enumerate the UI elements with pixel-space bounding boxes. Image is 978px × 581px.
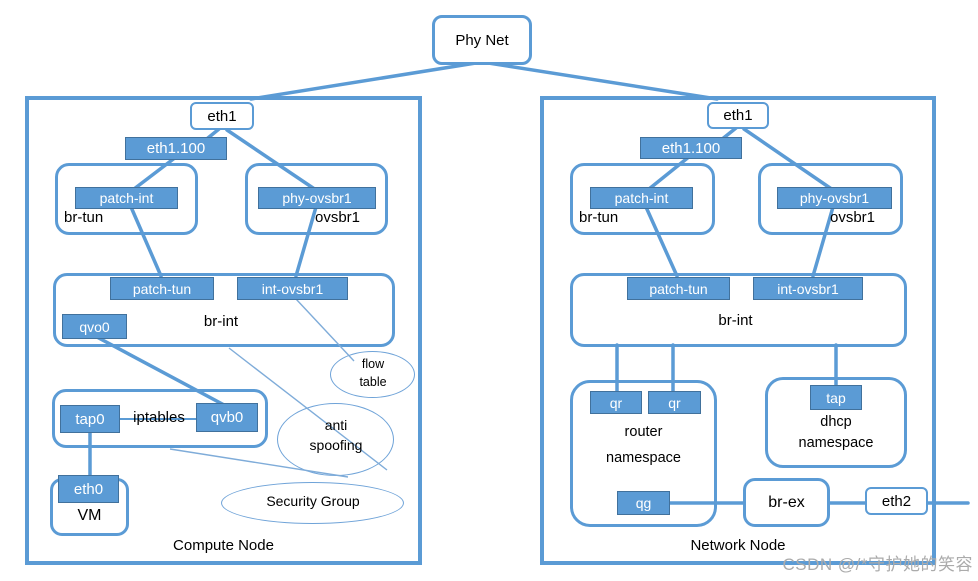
compute-eth1-label: eth1 — [207, 107, 237, 125]
csdn-watermark: CSDN @/*守护她的笑容 — [782, 555, 973, 574]
compute-patch-int-label: patch-int — [99, 190, 154, 206]
phy-net-label: Phy Net — [455, 31, 509, 49]
network-vlan-box: eth1.100 — [640, 137, 742, 159]
router-qr1-port: qr — [590, 391, 642, 414]
network-patch-int-port: patch-int — [590, 187, 693, 209]
br-ex-label: br-ex — [768, 493, 805, 511]
eth2-label: eth2 — [881, 492, 912, 510]
compute-phy-ovsbr1-port: phy-ovsbr1 — [258, 187, 376, 209]
network-int-ovsbr1-label: int-ovsbr1 — [777, 280, 839, 297]
line-phynet-network-eth1 — [480, 60, 719, 101]
flow-table-label: flow table — [359, 357, 387, 390]
vm-label: VM — [77, 507, 102, 524]
network-node-title: Network Node — [690, 537, 786, 554]
network-phy-ovsbr1-label: phy-ovsbr1 — [799, 190, 870, 206]
eth2-box: eth2 — [865, 487, 928, 515]
compute-br-int-label: br-int — [203, 313, 239, 330]
network-patch-tun-label: patch-tun — [649, 280, 708, 297]
compute-tap0-port: tap0 — [60, 405, 120, 433]
network-ovsbr1-label: ovsbr1 — [830, 209, 876, 226]
network-eth1-box: eth1 — [707, 102, 769, 129]
compute-int-ovsbr1-label: int-ovsbr1 — [261, 280, 324, 297]
router-namespace-label: router namespace — [606, 424, 681, 466]
compute-vlan-box: eth1.100 — [125, 137, 227, 160]
network-patch-int-label: patch-int — [614, 190, 669, 206]
router-qr2-port: qr — [648, 391, 701, 414]
compute-tap0-label: tap0 — [75, 410, 105, 428]
network-node-box — [540, 96, 936, 565]
router-qg-label: qg — [635, 495, 652, 511]
phy-net-box: Phy Net — [432, 15, 532, 65]
br-ex-box: br-ex — [743, 478, 830, 527]
compute-qvo0-label: qvo0 — [79, 318, 110, 335]
vm-eth0-label: eth0 — [73, 480, 104, 498]
compute-phy-ovsbr1-label: phy-ovsbr1 — [282, 190, 352, 206]
security-group-label: Security Group — [266, 493, 360, 509]
compute-node-box — [25, 96, 422, 565]
network-vlan-label: eth1.100 — [661, 139, 721, 157]
dhcp-namespace-label: dhcp namespace — [798, 414, 874, 451]
compute-eth1-box: eth1 — [190, 102, 254, 130]
dhcp-tap-label: tap — [826, 389, 846, 406]
dhcp-tap-port: tap — [810, 385, 862, 410]
compute-int-ovsbr1-port: int-ovsbr1 — [237, 277, 348, 300]
network-phy-ovsbr1-port: phy-ovsbr1 — [777, 187, 892, 209]
network-int-ovsbr1-port: int-ovsbr1 — [753, 277, 863, 300]
vm-eth0-port: eth0 — [58, 475, 119, 503]
network-br-int-label: br-int — [718, 312, 753, 329]
compute-br-tun-label: br-tun — [64, 209, 104, 226]
compute-patch-tun-label: patch-tun — [132, 280, 192, 297]
compute-vlan-label: eth1.100 — [146, 140, 206, 157]
compute-iptables-label: iptables — [133, 409, 185, 426]
compute-patch-int-port: patch-int — [75, 187, 178, 209]
network-patch-tun-port: patch-tun — [627, 277, 730, 300]
network-eth1-label: eth1 — [723, 107, 753, 124]
router-qr1-label: qr — [609, 394, 623, 411]
network-br-tun-label: br-tun — [579, 209, 619, 226]
router-qr2-label: qr — [668, 394, 681, 411]
compute-ovsbr1-label: ovsbr1 — [315, 209, 361, 226]
security-group-ellipse — [221, 482, 404, 524]
compute-qvb0-label: qvb0 — [210, 409, 244, 426]
compute-patch-tun-port: patch-tun — [110, 277, 214, 300]
compute-node-title: Compute Node — [173, 537, 274, 554]
router-qg-port: qg — [617, 491, 670, 515]
compute-qvb0-port: qvb0 — [196, 403, 258, 432]
anti-spoofing-label: anti spoofing — [309, 417, 363, 453]
line-phynet-compute-eth1 — [249, 60, 484, 101]
